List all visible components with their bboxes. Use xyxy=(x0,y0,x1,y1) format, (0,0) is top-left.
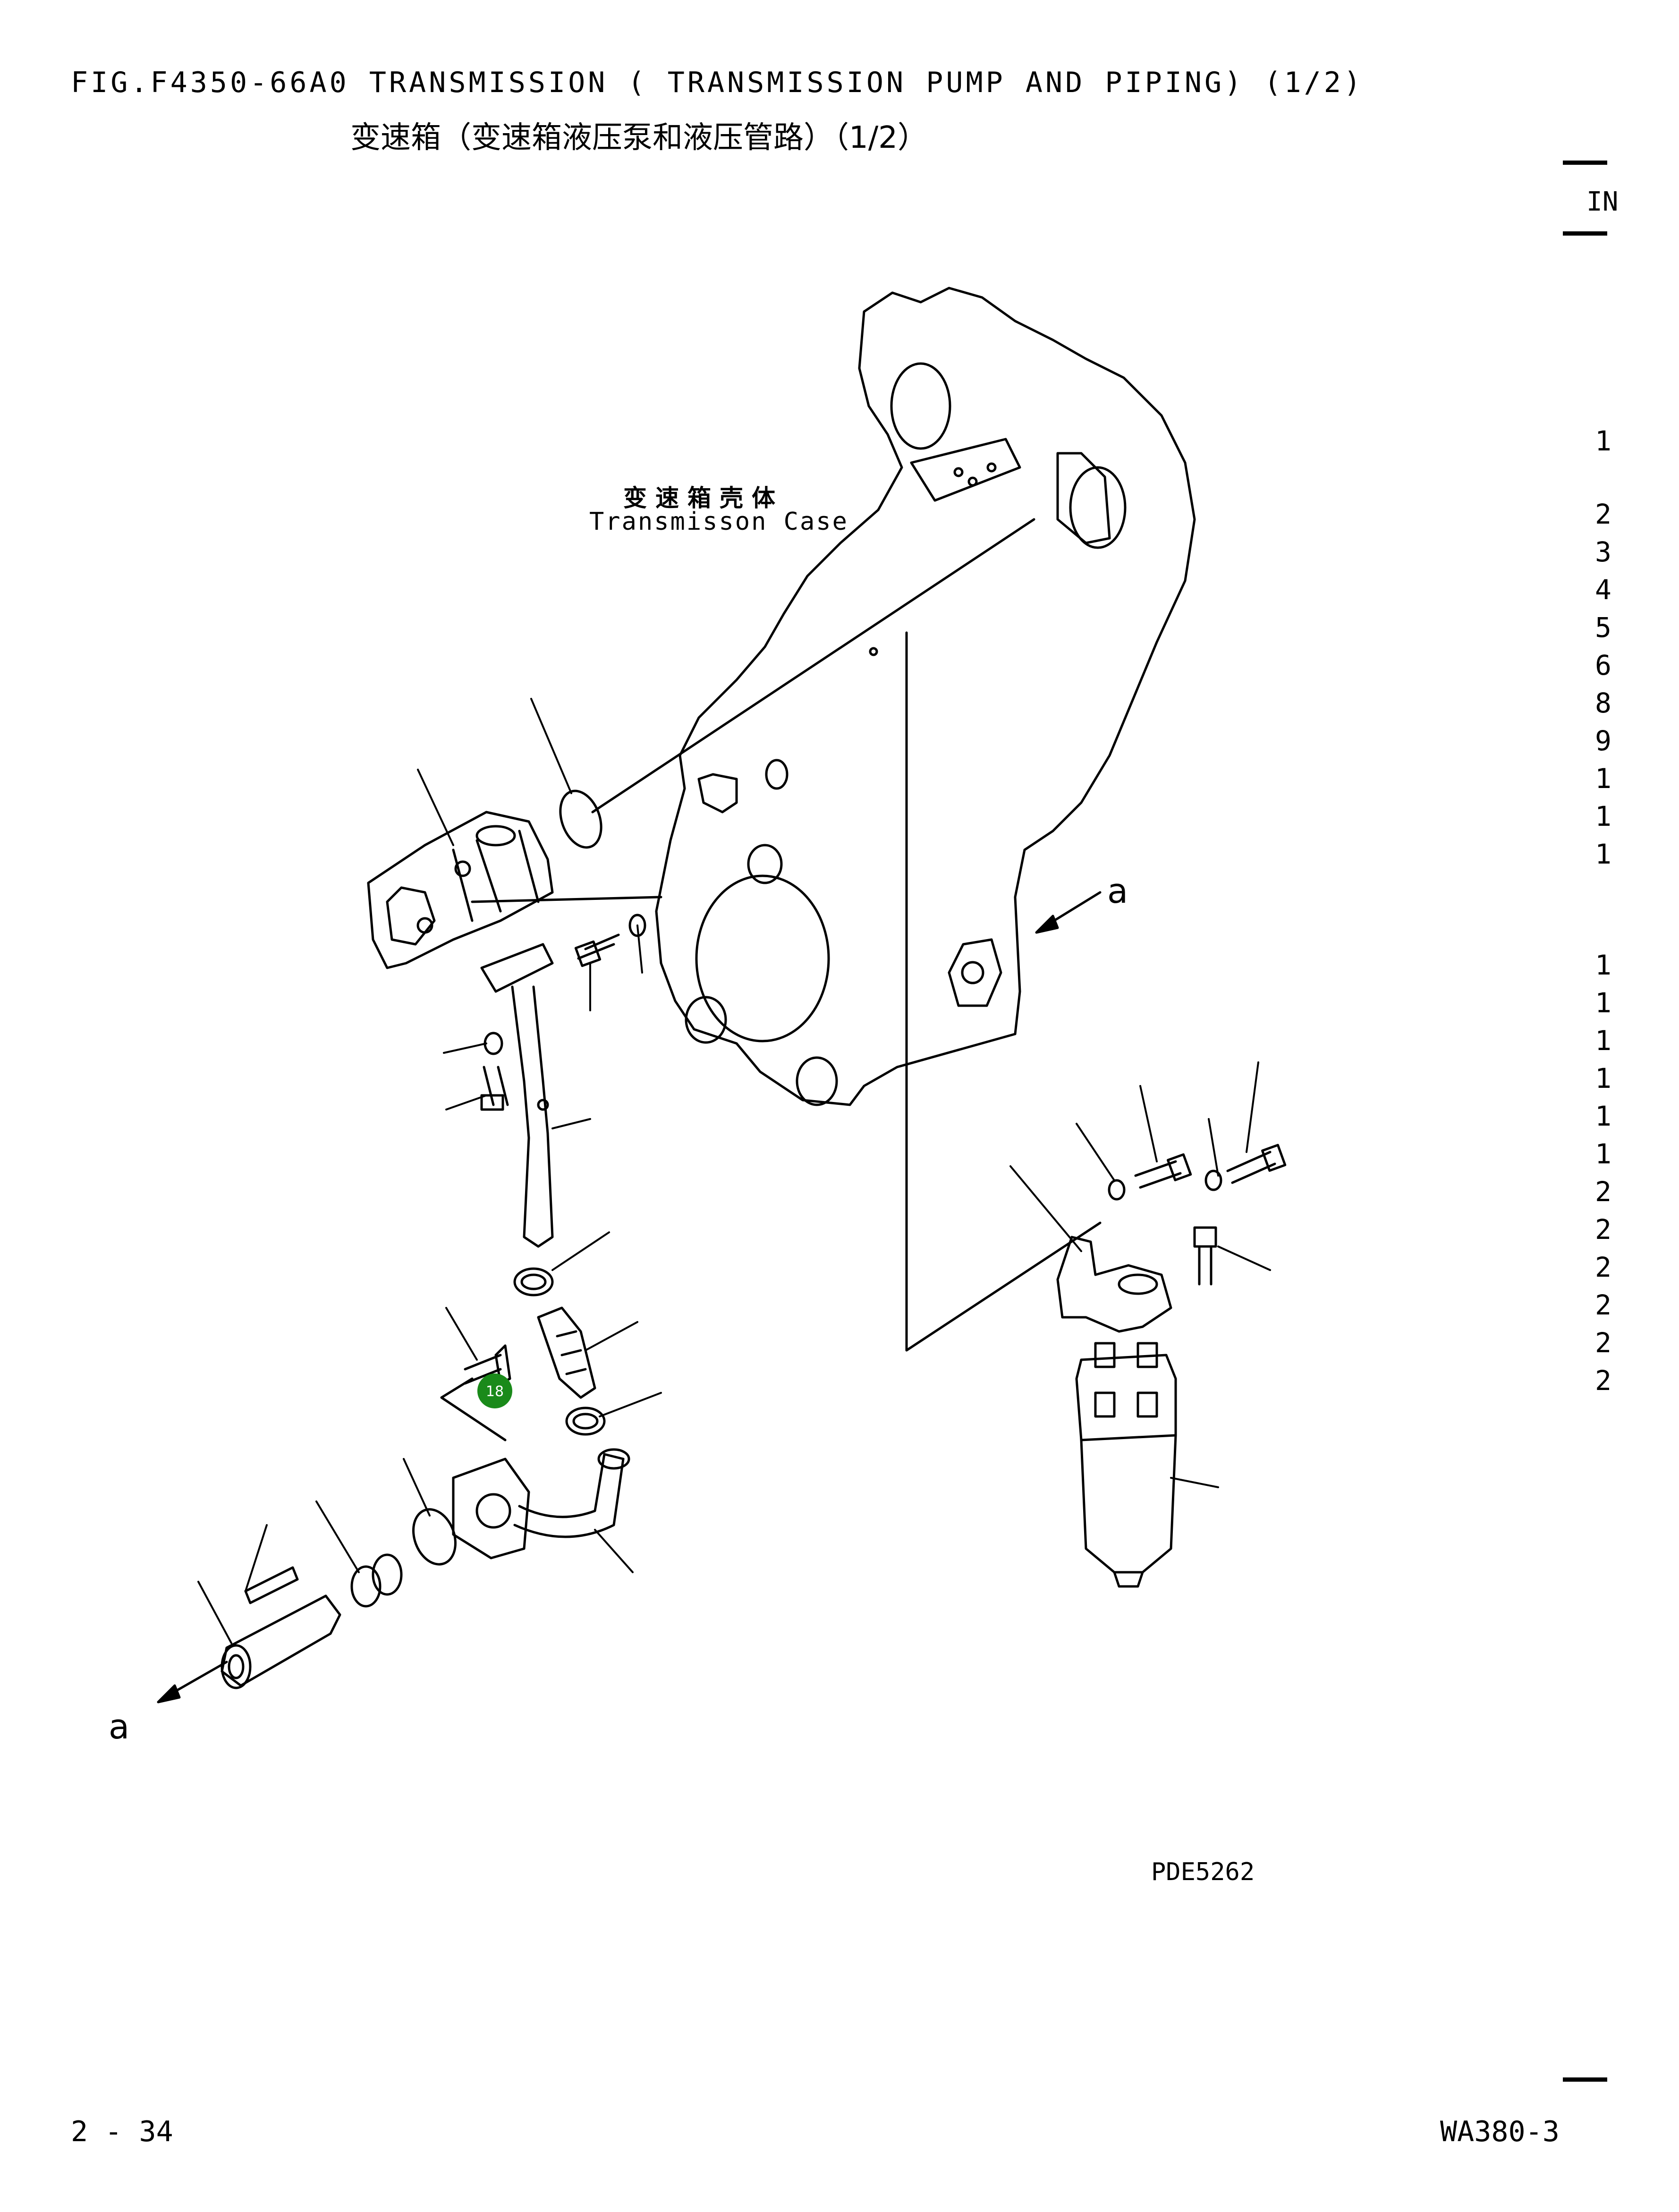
bolt-bracket-b xyxy=(1204,1144,1287,1191)
o-ring-pump xyxy=(559,789,602,849)
bolt-vertical xyxy=(1193,1226,1217,1286)
pin xyxy=(244,1566,299,1604)
pump-outlet-pipe xyxy=(480,943,554,1248)
side-tab-rule-bottom xyxy=(1563,231,1607,236)
oil-filter xyxy=(1075,1342,1177,1588)
washer-pipe xyxy=(483,1032,503,1055)
bolt-pump xyxy=(574,914,646,967)
figure-title: FIG.F4350-66A0 TRANSMISSION ( TRANSMISSI… xyxy=(71,66,1364,99)
o-ring-strainer xyxy=(412,1508,457,1566)
view-a-label-bottom: a xyxy=(109,1707,130,1746)
view-a-label-top: a xyxy=(1107,871,1128,911)
leader-lines xyxy=(197,698,1271,1644)
page-number: 2 - 34 xyxy=(71,2115,173,2148)
rings-strainer xyxy=(350,1553,403,1608)
side-tab-label[interactable]: IN xyxy=(1586,186,1619,217)
footer-rule xyxy=(1563,2077,1607,2082)
case-leader-lines xyxy=(471,518,1102,1352)
hose-clamp-lower xyxy=(565,1407,606,1436)
drawing-code: PDE5262 xyxy=(1151,1858,1255,1886)
hose-clamp-upper xyxy=(513,1267,554,1297)
model-code: WA380-3 xyxy=(1440,2115,1560,2148)
strainer-case xyxy=(452,1448,630,1559)
callout-number: 18 xyxy=(486,1383,504,1400)
view-arrow-bottom xyxy=(157,1661,228,1703)
transmission-pump xyxy=(367,811,554,969)
transmission-case-label-cn: 变速箱壳体 xyxy=(623,484,784,512)
filter-bracket xyxy=(1056,1236,1172,1333)
hose xyxy=(537,1306,596,1399)
transmission-case-label-en: Transmisson Case xyxy=(589,508,848,536)
bolt-bracket-a xyxy=(1108,1153,1192,1201)
figure-subtitle: 变速箱（变速箱液压泵和液压管路）（1/2） xyxy=(350,120,928,155)
strainer-element xyxy=(220,1594,341,1689)
view-arrow-top xyxy=(1035,891,1102,934)
side-tab-rule-top xyxy=(1563,161,1607,165)
bolt-strainer xyxy=(440,1344,511,1441)
bolt-pipe xyxy=(480,1066,509,1111)
callout-badge-18[interactable]: 18 xyxy=(477,1373,512,1408)
transmission-case xyxy=(655,287,1196,1106)
